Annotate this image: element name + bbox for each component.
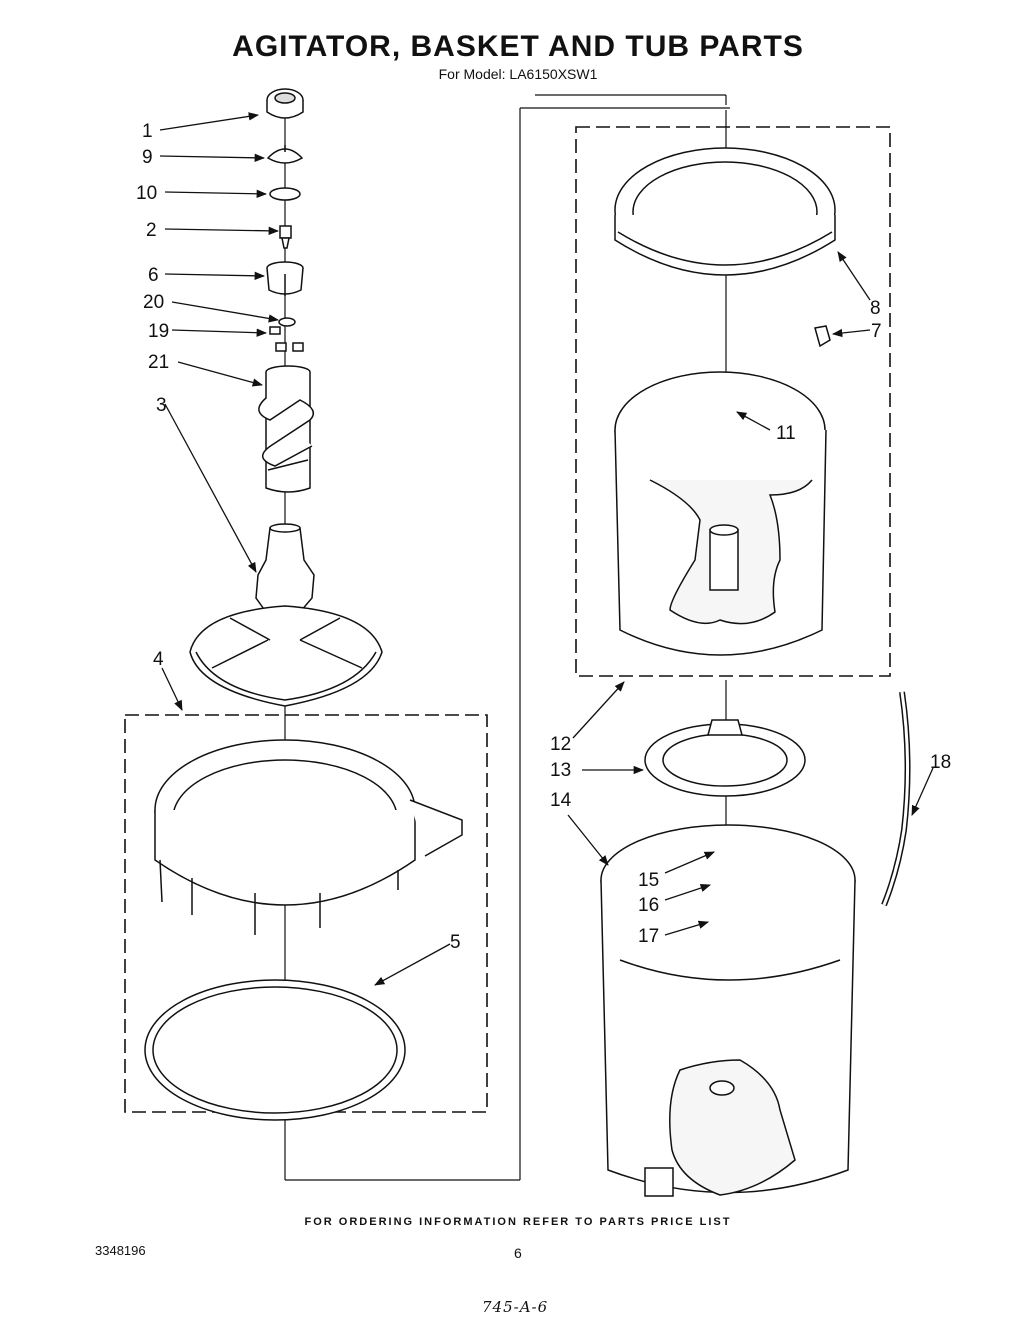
callout-9: 9	[142, 147, 153, 168]
callout-1: 1	[142, 121, 153, 142]
leader-arrows	[159, 112, 934, 986]
agitator-part	[189, 523, 383, 707]
callout-10: 10	[136, 183, 157, 204]
ring-clip-part	[814, 325, 831, 348]
callout-18: 18	[930, 752, 951, 773]
page-number: 6	[514, 1245, 522, 1261]
o-ring-part	[269, 187, 301, 201]
tub-seal-part	[144, 979, 406, 1121]
callout-20: 20	[143, 292, 164, 313]
callout-7: 7	[871, 321, 882, 342]
balance-ring-part	[614, 147, 836, 276]
washer-part	[278, 317, 296, 327]
callout-2: 2	[146, 220, 157, 241]
callout-4: 4	[153, 649, 164, 670]
agitator-dogs-part	[269, 326, 304, 352]
callout-8: 8	[870, 298, 881, 319]
page-title: AGITATOR, BASKET AND TUB PARTS	[232, 30, 804, 63]
cap-insert-part	[266, 145, 304, 164]
ordering-info-footer: FOR ORDERING INFORMATION REFER TO PARTS …	[304, 1216, 732, 1228]
dog-cam-part	[266, 261, 304, 296]
callout-17: 17	[638, 926, 659, 947]
callout-12: 12	[550, 734, 571, 755]
auger-part	[258, 365, 315, 493]
document-number: 3348196	[95, 1243, 146, 1258]
callout-21: 21	[148, 352, 169, 373]
callout-15: 15	[638, 870, 659, 891]
tub-ring-part	[154, 739, 463, 935]
callout-14: 14	[550, 790, 572, 811]
model-subtitle: For Model: LA6150XSW1	[438, 66, 598, 82]
callout-16: 16	[638, 895, 659, 916]
callout-19: 19	[148, 321, 169, 342]
handwritten-note: 745-A-6	[482, 1298, 549, 1316]
basket-part	[614, 371, 827, 656]
agitator-cap-part	[266, 88, 304, 119]
drive-block-part	[644, 719, 806, 797]
callout-3: 3	[156, 395, 167, 416]
basket-group-box	[575, 126, 891, 677]
outer-tub-part	[600, 824, 856, 1197]
callout-13: 13	[550, 760, 571, 781]
callout-6: 6	[148, 265, 159, 286]
callout-11: 11	[776, 423, 796, 444]
callout-5: 5	[450, 932, 461, 953]
dogs-cam-bolt-part	[279, 225, 292, 249]
